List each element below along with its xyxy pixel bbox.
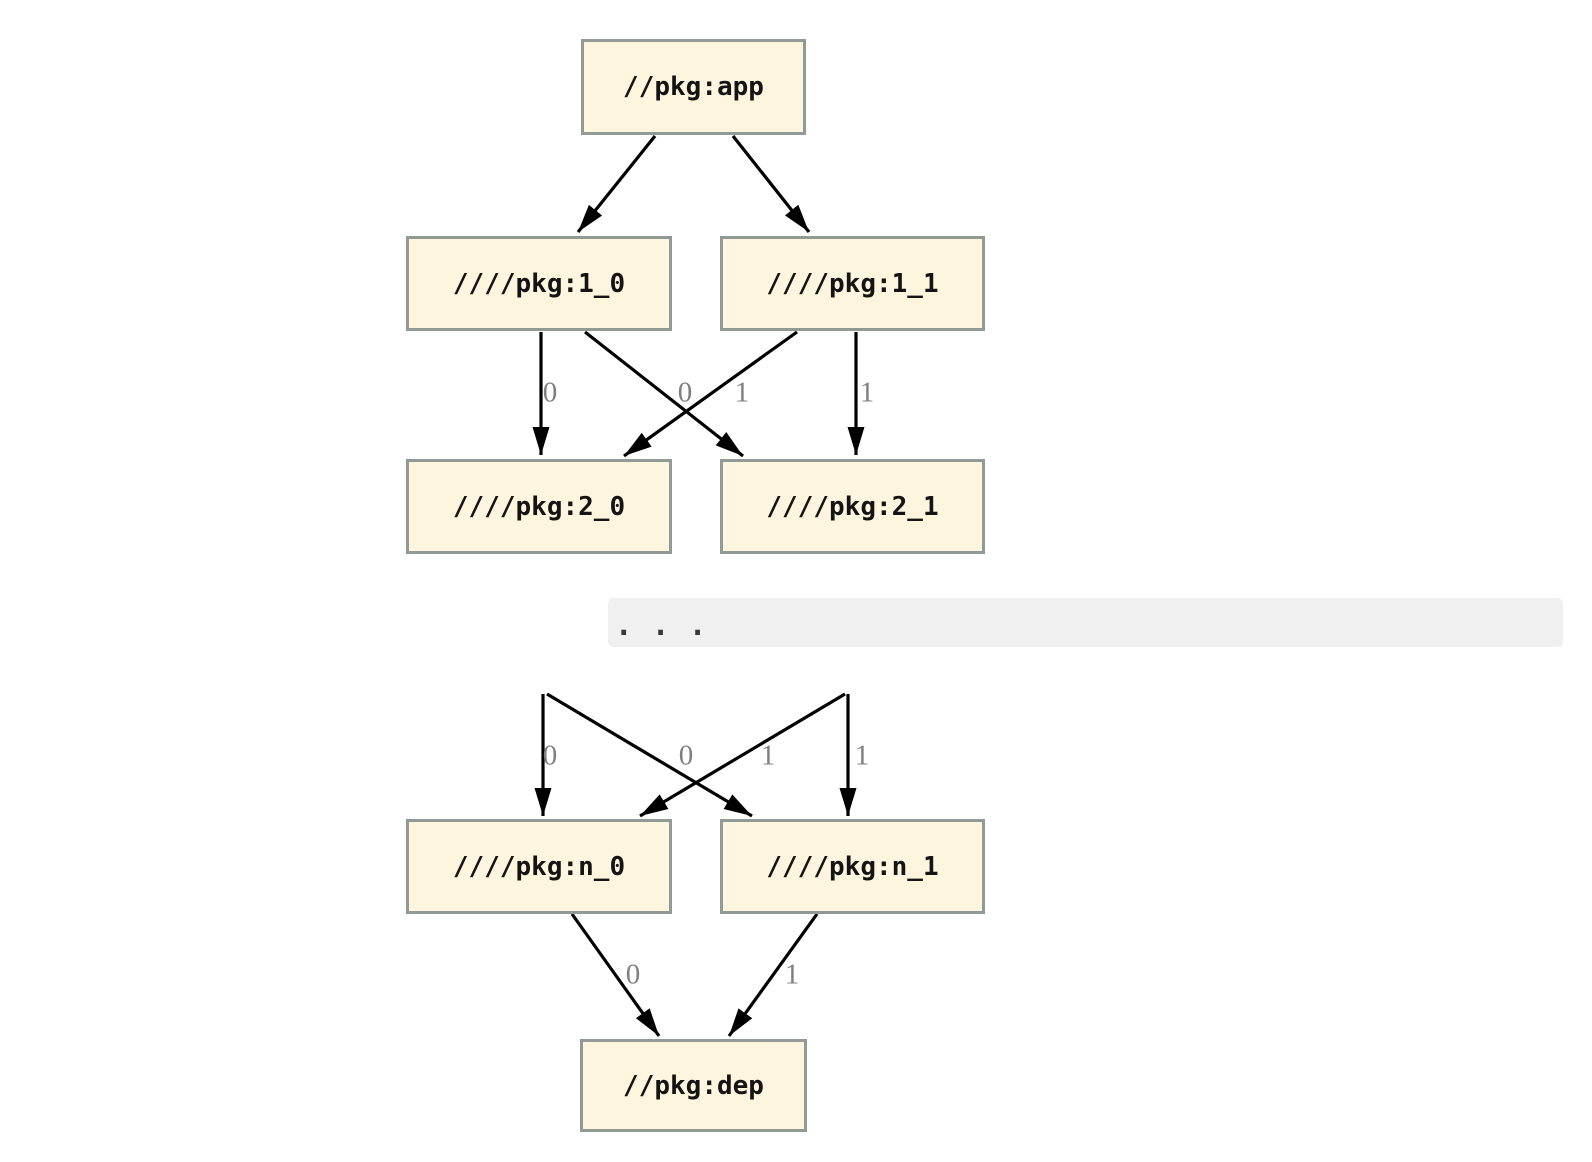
edge-label-dep-1: 1 (784, 958, 800, 991)
edge-label-upper-0: 0 (542, 376, 558, 409)
node-pkg-n_0: ////pkg:n_0 (406, 819, 672, 914)
node-pkg-n_0-label: ////pkg:n_0 (452, 851, 626, 882)
edge-label-upper-1: 0 (677, 376, 693, 409)
edge-n_0-to-dep (570, 913, 661, 1037)
node-pkg-2_0: ////pkg:2_0 (406, 459, 672, 554)
node-pkg-2_1: ////pkg:2_1 (720, 459, 985, 554)
node-dep-label: //pkg:dep (623, 1070, 764, 1101)
node-app-label: //pkg:app (623, 72, 764, 102)
node-pkg-1_0: ////pkg:1_0 (406, 236, 672, 331)
edge-label-upper-2: 1 (734, 376, 750, 409)
edge-label-dep-0: 0 (625, 958, 641, 991)
edge-label-upper-3: 1 (859, 376, 875, 409)
node-pkg-n_1: ////pkg:n_1 (720, 819, 985, 914)
edge-1_1-to-2_0 (623, 330, 798, 458)
edge-n_1-to-dep (727, 913, 819, 1037)
edge-ellipsis-to-n_1-cross (546, 692, 753, 818)
edge-label-lower-1: 0 (678, 739, 694, 772)
edge-label-lower-2: 1 (760, 739, 776, 772)
node-app: //pkg:app (581, 39, 806, 135)
edge-label-lower-3: 1 (854, 739, 870, 772)
node-pkg-1_1-label: ////pkg:1_1 (766, 268, 939, 299)
node-pkg-2_0-label: ////pkg:2_0 (452, 491, 626, 522)
edge-app-to-1_0 (576, 134, 657, 234)
edge-1_0-to-2_1 (584, 330, 744, 458)
node-dep: //pkg:dep (580, 1039, 807, 1132)
edge-app-to-1_1 (731, 135, 811, 233)
node-pkg-1_0-label: ////pkg:1_0 (452, 268, 626, 299)
node-pkg-n_1-label: ////pkg:n_1 (766, 851, 939, 882)
node-pkg-1_1: ////pkg:1_1 (720, 236, 985, 331)
edge-label-lower-0: 0 (542, 739, 558, 772)
edge-ellipsis-to-n_0-cross (639, 692, 846, 818)
code-ellipsis-block: . . . (608, 598, 1563, 647)
node-pkg-2_1-label: ////pkg:2_1 (766, 491, 939, 522)
ellipsis-text: . . . (615, 607, 707, 642)
